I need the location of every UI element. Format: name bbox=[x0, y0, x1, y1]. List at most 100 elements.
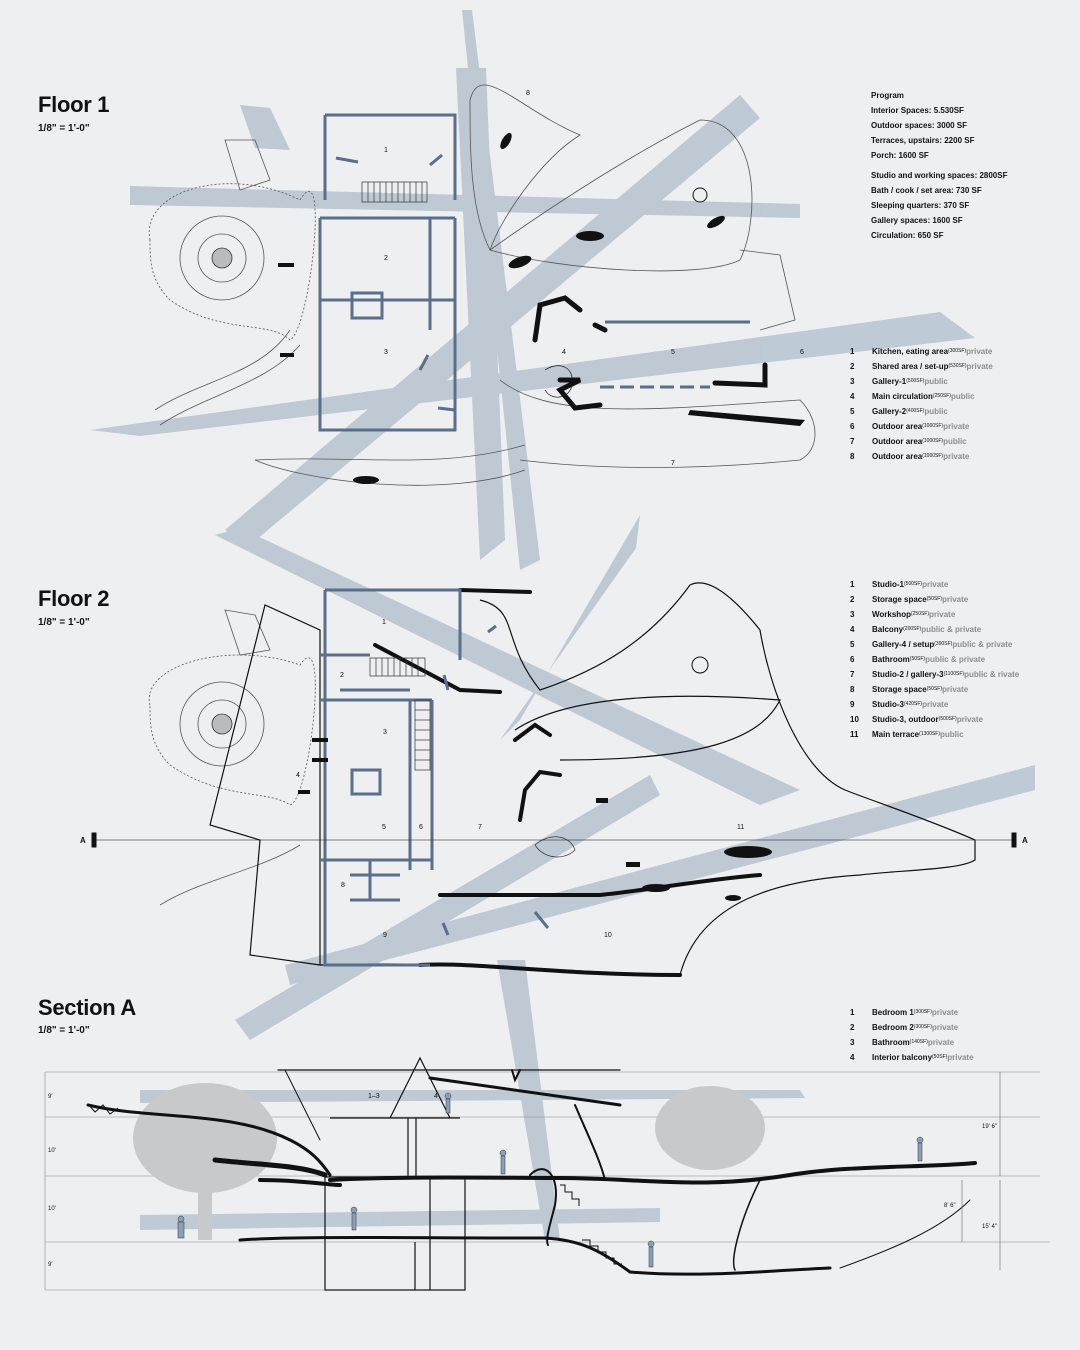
section-marker-right: A bbox=[1022, 836, 1028, 845]
legend-access: private bbox=[927, 1038, 955, 1047]
room-label: 5 bbox=[671, 349, 675, 356]
legend-row: 7 Outdoor area (1000SF) public bbox=[850, 434, 993, 449]
legend-area: (50SF) bbox=[932, 1054, 948, 1060]
legend-access: private bbox=[966, 362, 993, 371]
legend-access: private bbox=[947, 1053, 974, 1062]
legend-name: Studio-3, outdoor bbox=[872, 715, 939, 724]
floor2-plan bbox=[91, 582, 1017, 977]
level-height: 10' bbox=[48, 1206, 56, 1212]
legend-name: Balcony bbox=[872, 625, 904, 634]
floor2-solids bbox=[298, 656, 772, 901]
floor2-scale: 1/8" = 1'-0" bbox=[38, 617, 90, 628]
legend-area: (250SF) bbox=[910, 611, 930, 617]
legend-name: Bedroom 2 bbox=[872, 1023, 914, 1032]
room-label: 11 bbox=[737, 824, 744, 831]
legend-name: Gallery-4 / setup bbox=[872, 640, 935, 649]
legend-name: Interior balcony bbox=[872, 1053, 933, 1062]
room-label: 5 bbox=[382, 824, 386, 831]
dimension-label: 19' 6" bbox=[982, 1124, 997, 1130]
floor1-plan bbox=[148, 84, 816, 486]
floor2-stairs bbox=[369, 657, 576, 858]
legend-area: (500SF) bbox=[938, 716, 957, 722]
legend-number: 7 bbox=[850, 437, 855, 446]
legend-area: (50SF) bbox=[909, 656, 926, 662]
legend-name: Outdoor area bbox=[872, 437, 923, 446]
legend-number: 9 bbox=[850, 700, 855, 709]
legend-number: 3 bbox=[850, 610, 855, 619]
floor2-room-labels: 1 2 3 4 5 6 7 8 9 10 11 A A bbox=[80, 619, 1028, 939]
program-line: Sleeping quarters: 370 SF bbox=[871, 201, 970, 210]
floor2-title: Floor 2 bbox=[38, 586, 110, 611]
section-title: Section A bbox=[38, 995, 136, 1020]
legend-area: (1100SF) bbox=[943, 671, 965, 677]
legend-name: Gallery-2 bbox=[872, 407, 907, 416]
floor1-stairs bbox=[361, 181, 428, 203]
legend-access: public bbox=[939, 730, 964, 739]
section-labels: 1–3 4 9' 10' 10' 9' 19' 6" 8' 6" 15' 4" bbox=[48, 1093, 997, 1268]
room-label: 3 bbox=[383, 729, 387, 736]
legend-number: 1 bbox=[850, 580, 855, 589]
floor1-walls bbox=[318, 113, 457, 432]
dimension-label: 8' 6" bbox=[944, 1203, 956, 1209]
room-label: 2 bbox=[340, 672, 344, 679]
floor1-terrain bbox=[148, 84, 816, 486]
legend-name: Shared area / set-up bbox=[872, 362, 949, 371]
light-beams bbox=[90, 10, 1035, 1240]
legend-number: 7 bbox=[850, 670, 855, 679]
room-label: 3 bbox=[384, 349, 388, 356]
legend-access: private bbox=[929, 610, 956, 619]
legend-area: (140SF) bbox=[909, 1039, 928, 1045]
legend-area: (300SF) bbox=[948, 348, 967, 354]
legend-access: private bbox=[941, 685, 969, 694]
legend-access: private bbox=[943, 452, 970, 461]
program-line: Outdoor spaces: 3000 SF bbox=[871, 121, 968, 130]
program-summary: Program Interior Spaces: 5.530SF Outdoor… bbox=[871, 88, 1007, 243]
room-label: 1 bbox=[382, 619, 386, 626]
section-a-drawing bbox=[44, 1056, 1050, 1291]
legend-area: (50SF) bbox=[926, 686, 942, 692]
legend-number: 2 bbox=[850, 362, 855, 371]
legend-area: (500SF) bbox=[906, 378, 925, 384]
floor1-title: Floor 1 bbox=[38, 92, 110, 117]
legend-access: private bbox=[922, 580, 949, 589]
room-label: 6 bbox=[800, 349, 804, 356]
legend-name: Bathroom bbox=[872, 1038, 910, 1047]
legend-area: (400SF) bbox=[906, 408, 925, 414]
legend-access: public bbox=[943, 437, 967, 446]
legend-number: 11 bbox=[850, 730, 859, 739]
floor1-scale: 1/8" = 1'-0" bbox=[38, 123, 90, 134]
legend-number: 10 bbox=[850, 715, 859, 724]
legend-number: 4 bbox=[850, 625, 855, 634]
section-cut-line bbox=[91, 832, 1017, 848]
legend-name: Gallery-1 bbox=[872, 377, 907, 386]
legend-name: Storage space bbox=[872, 685, 927, 694]
legend-name: Storage space bbox=[872, 595, 927, 604]
level-height: 9' bbox=[48, 1094, 52, 1100]
legend-number: 4 bbox=[850, 392, 855, 401]
legend-area: (1000SF) bbox=[922, 438, 944, 444]
room-label: 4 bbox=[296, 772, 300, 779]
legend-access: private bbox=[956, 715, 983, 724]
floor2-terrain bbox=[148, 609, 316, 906]
program-line: Bath / cook / set area: 730 SF bbox=[871, 186, 982, 195]
section-stairs bbox=[87, 1103, 622, 1265]
room-label: 4 bbox=[434, 1093, 438, 1100]
room-label: 7 bbox=[478, 824, 482, 831]
section-people bbox=[177, 1092, 924, 1268]
legend-name: Workshop bbox=[872, 610, 911, 619]
program-title: Program bbox=[871, 91, 904, 100]
room-label: 9 bbox=[383, 932, 387, 939]
legend-area: (300SF) bbox=[913, 1009, 932, 1015]
level-height: 9' bbox=[48, 1262, 52, 1268]
